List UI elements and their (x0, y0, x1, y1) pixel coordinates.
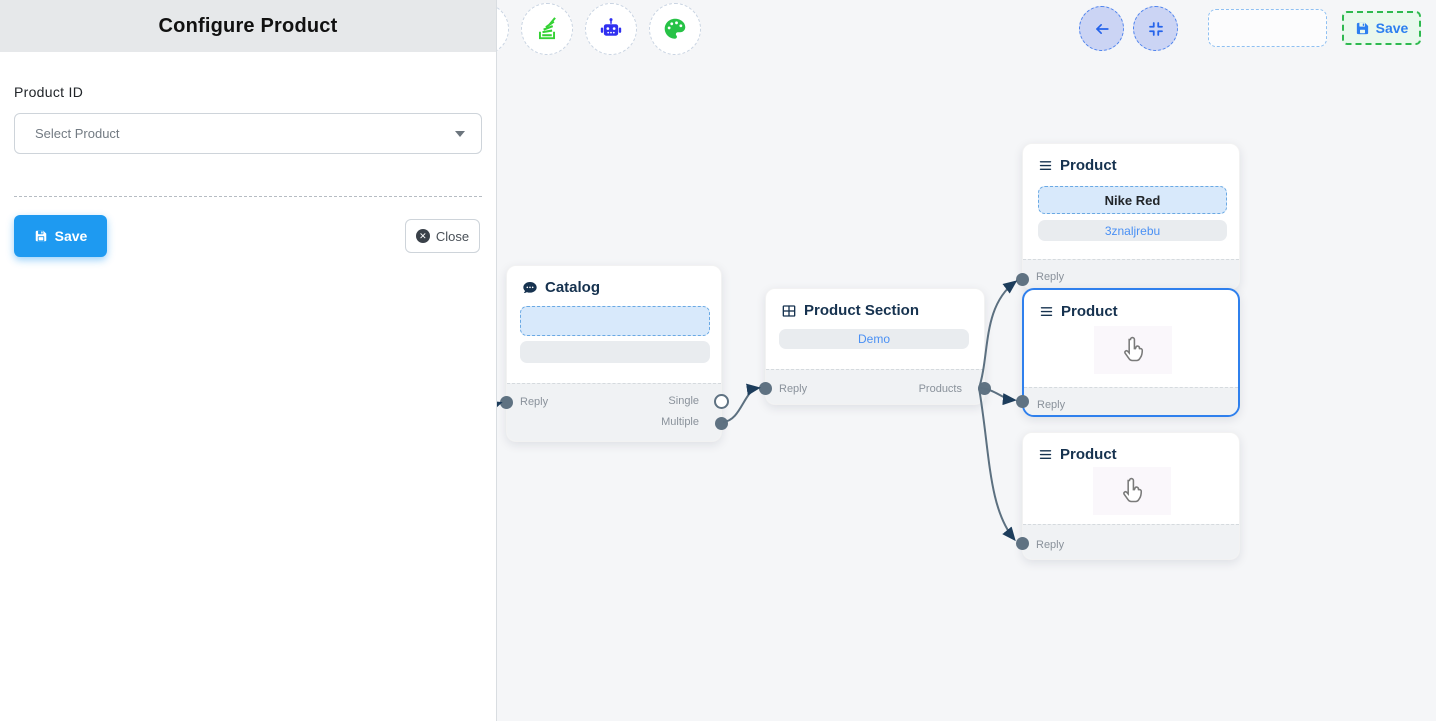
handle-single-source[interactable] (714, 394, 729, 409)
section-demo-label: Demo (857, 332, 890, 346)
close-button[interactable]: ✕ Close (405, 219, 480, 253)
product-id-value: 3znaljrebu (1104, 223, 1161, 238)
node-product-middle[interactable]: Product Reply (1016, 288, 1240, 417)
node-title-label: Product (1061, 303, 1118, 320)
configure-product-panel: Configure Product Product ID Select Prod… (0, 0, 497, 721)
handle-reply-target[interactable] (1016, 395, 1029, 408)
node-footer: Reply (1024, 387, 1238, 415)
flow-canvas[interactable]: Save Catalog Reply Single Multiple Produ… (497, 0, 1436, 721)
save-button[interactable]: Save (14, 215, 107, 257)
chevron-down-icon (455, 130, 465, 137)
save-icon (1355, 21, 1370, 36)
toolbar-hidden-button[interactable] (497, 3, 509, 55)
handle-label-reply: Reply (1036, 539, 1065, 551)
handle-reply-target[interactable] (500, 396, 513, 409)
back-icon (1092, 19, 1112, 39)
edge-multiple-to-section (722, 383, 761, 423)
handle-products-source[interactable] (978, 382, 991, 395)
handle-label-multiple: Multiple (661, 416, 699, 428)
chat-bubble-icon (522, 280, 538, 296)
canvas-save-label: Save (1375, 20, 1409, 36)
stack-icon (534, 16, 560, 42)
product-id-field[interactable]: 3znaljrebu (1038, 220, 1227, 241)
catalog-field-secondary[interactable] (520, 341, 710, 363)
hand-cursor-placeholder (1094, 326, 1172, 374)
page-title: Configure Product (158, 14, 338, 37)
product-id-label: Product ID (14, 84, 84, 100)
node-product-section[interactable]: Product Section Demo Reply Products (759, 288, 991, 405)
node-footer: Reply Single Multiple (507, 383, 721, 441)
close-button-label: Close (435, 228, 470, 244)
product-select-placeholder: Select Product (35, 126, 120, 141)
toolbar-robot-button[interactable] (585, 3, 637, 55)
handle-label-reply: Reply (1037, 399, 1066, 411)
node-catalog[interactable]: Catalog Reply Single Multiple (500, 265, 729, 442)
handle-label-reply: Reply (520, 396, 549, 408)
node-title-label: Catalog (545, 279, 601, 296)
handle-reply-target[interactable] (1016, 273, 1029, 286)
handle-reply-target[interactable] (759, 382, 772, 395)
hand-pointer-icon (1124, 336, 1144, 362)
product-select[interactable]: Select Product (14, 113, 482, 154)
toolbar-stack-button[interactable] (521, 3, 573, 55)
back-button[interactable] (1079, 6, 1124, 51)
divider (14, 196, 482, 197)
hand-cursor-placeholder (1093, 467, 1171, 515)
toolbar-palette-button[interactable] (649, 3, 701, 55)
palette-icon (662, 16, 688, 42)
save-button-label: Save (54, 228, 88, 244)
catalog-field-empty[interactable] (520, 306, 710, 336)
product-name-value: Nike Red (1104, 192, 1161, 208)
save-icon (34, 229, 48, 243)
product-name-field[interactable]: Nike Red (1038, 186, 1227, 214)
node-title-label: Product Section (804, 302, 920, 319)
node-footer: Reply Products (766, 369, 984, 404)
menu-icon (1038, 158, 1053, 173)
compress-icon (1147, 20, 1165, 38)
node-title-label: Product (1060, 157, 1117, 174)
section-demo-button[interactable]: Demo (779, 329, 969, 349)
robot-icon (598, 16, 624, 42)
empty-dashed-placeholder[interactable] (1208, 9, 1327, 47)
hand-pointer-icon (1123, 477, 1143, 503)
handle-label-reply: Reply (1036, 271, 1065, 283)
handle-label-reply: Reply (779, 383, 808, 395)
node-title-label: Product (1060, 446, 1117, 463)
node-footer: Reply (1023, 259, 1239, 289)
fit-view-button[interactable] (1133, 6, 1178, 51)
node-footer: Reply (1023, 524, 1239, 559)
edge-products-to-bottom (978, 387, 1016, 542)
handle-label-single: Single (668, 395, 699, 407)
handle-multiple-source[interactable] (715, 417, 728, 430)
close-icon: ✕ (415, 229, 430, 243)
table-icon (781, 303, 797, 319)
handle-reply-target[interactable] (1016, 537, 1029, 550)
node-product-top[interactable]: Product Nike Red 3znaljrebu Reply (1016, 143, 1240, 290)
node-product-bottom[interactable]: Product Reply (1016, 432, 1240, 560)
menu-icon (1038, 447, 1053, 462)
panel-header: Configure Product (0, 0, 496, 52)
menu-icon (1039, 304, 1054, 319)
handle-label-products: Products (918, 383, 962, 395)
canvas-save-button[interactable]: Save (1342, 11, 1421, 45)
